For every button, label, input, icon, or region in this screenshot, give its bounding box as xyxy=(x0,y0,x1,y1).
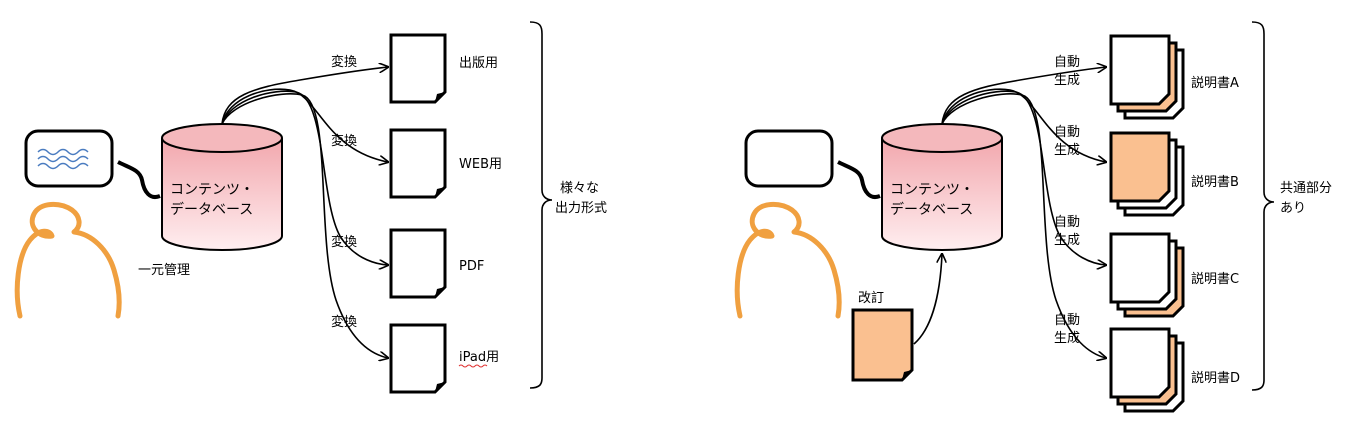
management-label: 一元管理 xyxy=(138,263,190,278)
manual-stack-icon xyxy=(1109,327,1185,413)
bracket-label-line1: 共通部分 xyxy=(1280,181,1332,196)
right-diagram: コンテンツ・ データベース 改訂 自動 生成 自動 生成 自動 生成 自動 生成 xyxy=(734,21,1332,413)
generation-label-1-line1: 自動 xyxy=(1054,55,1080,70)
speech-bubble-icon xyxy=(744,129,834,188)
database-icon xyxy=(881,123,1003,251)
document-icon xyxy=(389,128,447,199)
arrow-to-output-1 xyxy=(221,67,388,125)
person-icon xyxy=(734,202,842,319)
bubble-connector xyxy=(837,160,881,199)
bracket-label-line1: 様々な xyxy=(560,181,599,196)
output-label-1: 出版用 xyxy=(459,56,498,71)
bracket-label-line2: 出力形式 xyxy=(555,201,607,216)
bracket-label-line2: あり xyxy=(1280,201,1306,216)
database-label-line2: データベース xyxy=(890,201,973,218)
generation-label-3-line2: 生成 xyxy=(1054,233,1080,248)
document-icon xyxy=(389,323,447,394)
manual-label-a: 説明書A xyxy=(1191,75,1239,91)
speech-bubble-icon xyxy=(24,129,114,188)
conversion-label-1: 変換 xyxy=(331,54,357,70)
bubble-connector xyxy=(117,160,161,199)
generation-label-4-line1: 自動 xyxy=(1054,313,1080,328)
database-label-line1: コンテンツ・ xyxy=(890,182,974,198)
generation-label-1-line2: 生成 xyxy=(1054,73,1080,88)
generation-label-2-line1: 自動 xyxy=(1054,125,1080,140)
revision-label: 改訂 xyxy=(858,290,884,306)
manual-stack-icon xyxy=(1109,131,1185,217)
arrow-to-manual-1 xyxy=(941,67,1106,125)
conversion-label-4: 変換 xyxy=(331,314,357,330)
arrow-to-output-4 xyxy=(221,93,388,358)
database-icon xyxy=(161,123,283,251)
manual-stack-icon xyxy=(1109,34,1185,120)
generation-label-4-line2: 生成 xyxy=(1054,331,1080,346)
generation-label-2-line2: 生成 xyxy=(1054,143,1080,158)
output-label-2: WEB用 xyxy=(459,157,502,172)
conversion-label-2: 変換 xyxy=(331,133,357,149)
database-label-line1: コンテンツ・ xyxy=(170,182,254,198)
arrow-to-manual-4 xyxy=(941,93,1106,358)
spellcheck-underline xyxy=(458,364,488,368)
document-icon xyxy=(389,33,447,104)
manual-label-b: 説明書B xyxy=(1191,174,1239,190)
document-icon xyxy=(389,228,447,299)
conversion-label-3: 変換 xyxy=(331,234,357,250)
person-icon xyxy=(14,202,122,319)
revision-arrow xyxy=(913,254,942,345)
output-label-4: iPad用 xyxy=(459,350,499,365)
manual-label-d: 説明書D xyxy=(1191,370,1240,386)
generation-label-3-line1: 自動 xyxy=(1054,215,1080,230)
output-label-3: PDF xyxy=(459,259,484,274)
bracket xyxy=(529,21,553,389)
database-label-line2: データベース xyxy=(170,201,253,218)
revision-document-icon xyxy=(851,308,914,382)
manual-stack-icon xyxy=(1109,232,1185,318)
left-diagram: コンテンツ・ データベース 一元管理 変換 変換 変換 変換 出版用 WEB xyxy=(14,21,607,394)
manual-label-c: 説明書C xyxy=(1191,271,1239,287)
bracket xyxy=(1251,21,1275,391)
